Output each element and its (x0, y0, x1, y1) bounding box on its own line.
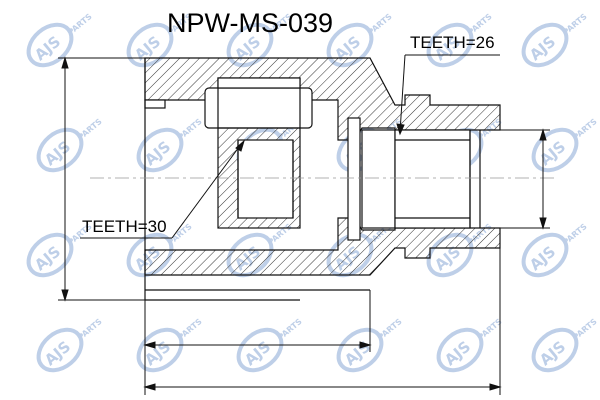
tripod-roller (204, 77, 313, 129)
stub-spline (347, 117, 481, 241)
teeth-inner-label: TEETH=30 (82, 217, 167, 236)
teeth-outer-label: TEETH=26 (410, 33, 495, 52)
ajs-watermark-ring (521, 232, 569, 278)
ajs-watermark-ring (436, 327, 484, 373)
outer-housing (144, 57, 501, 301)
ajs-watermark-ring (26, 232, 74, 278)
leader-lines (80, 54, 500, 239)
ajs-watermark-subtext: PARTS (276, 317, 304, 342)
ajs-watermark-ring (136, 127, 184, 173)
ajs-watermark-ring (36, 327, 84, 373)
dimension-lines (58, 56, 550, 395)
ajs-watermark-subtext: PARTS (176, 117, 204, 142)
ajs-watermark-subtext: PARTS (76, 317, 104, 342)
ajs-watermark-subtext: PARTS (561, 222, 589, 247)
ajs-watermark-ring (136, 327, 184, 373)
ajs-watermark-ring (531, 327, 579, 373)
ajs-watermark-ring (36, 127, 84, 173)
ajs-watermark-subtext: PARTS (176, 317, 204, 342)
ajs-watermark-subtext: PARTS (366, 12, 394, 37)
ajs-watermark-subtext: PARTS (166, 222, 194, 247)
ajs-watermark-ring (426, 22, 474, 68)
ajs-watermark-ring (521, 22, 569, 68)
ajs-watermark-subtext: PARTS (571, 117, 599, 142)
ajs-watermark-ring (236, 327, 284, 373)
ajs-watermark-subtext: PARTS (376, 317, 404, 342)
ajs-watermark-ring (336, 327, 384, 373)
part-number-title: NPW-MS-039 (167, 8, 333, 38)
ajs-watermark-subtext: PARTS (76, 117, 104, 142)
ajs-watermark-subtext: PARTS (561, 12, 589, 37)
ajs-watermark-subtext: PARTS (66, 12, 94, 37)
ajs-watermark-subtext: PARTS (571, 317, 599, 342)
